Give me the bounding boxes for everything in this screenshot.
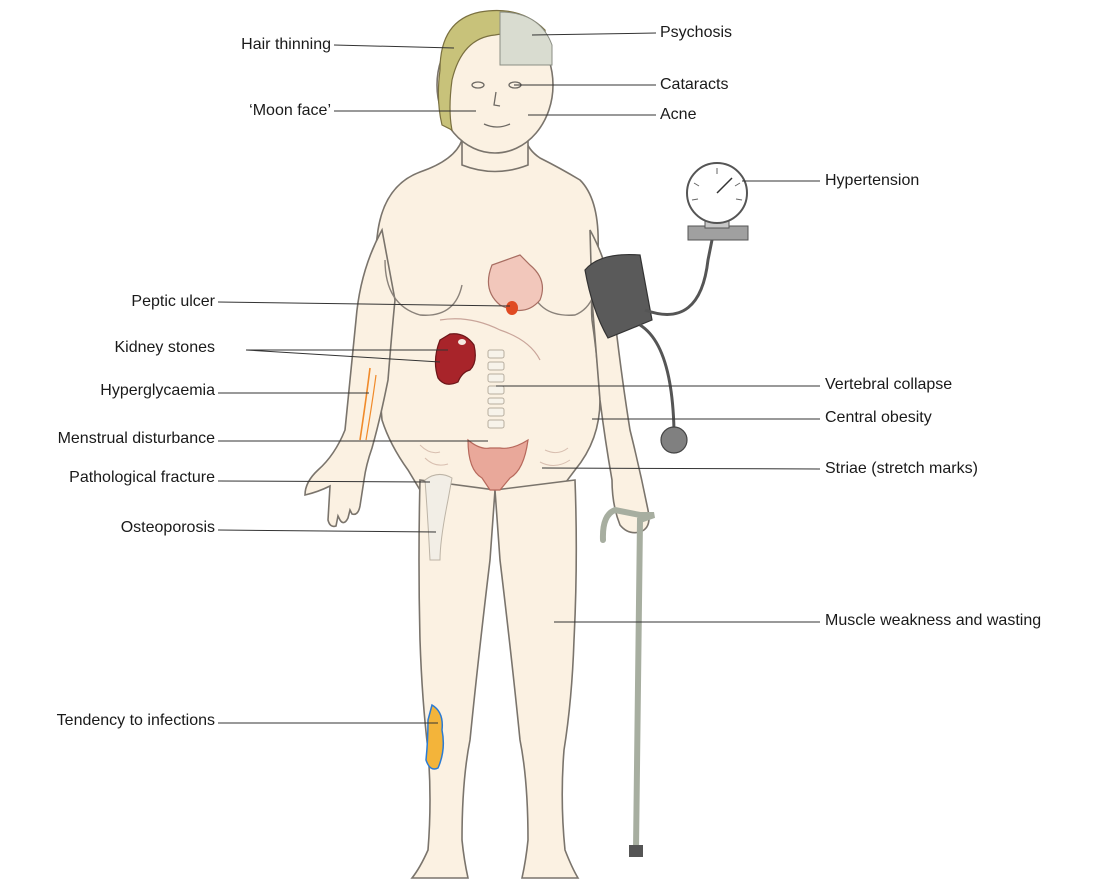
label-acne: Acne — [660, 105, 696, 125]
label-central-obesity: Central obesity — [825, 408, 932, 428]
kidney-stone — [458, 339, 466, 345]
ulcer-spot — [506, 301, 518, 315]
label-moon-face: ‘Moon face’ — [249, 101, 331, 121]
brain-region — [500, 12, 552, 65]
label-tendency-to-infections: Tendency to infections — [57, 711, 215, 731]
spine — [488, 350, 504, 428]
label-striae: Striae (stretch marks) — [825, 459, 978, 479]
label-muscle-weakness: Muscle weakness and wasting — [825, 611, 1041, 631]
label-hyperglycaemia: Hyperglycaemia — [100, 381, 215, 401]
label-hair-thinning: Hair thinning — [241, 35, 331, 55]
bp-bulb-tube — [640, 325, 674, 430]
stick-tip — [629, 845, 643, 857]
label-psychosis: Psychosis — [660, 23, 732, 43]
label-menstrual-disturbance: Menstrual disturbance — [58, 429, 215, 449]
label-vertebral-collapse: Vertebral collapse — [825, 375, 952, 395]
label-kidney-stones: Kidney stones — [114, 338, 215, 358]
label-pathological-fracture: Pathological fracture — [69, 468, 215, 488]
label-hypertension: Hypertension — [825, 171, 919, 191]
bp-bulb — [661, 427, 687, 453]
walking-stick — [603, 510, 654, 850]
bp-tube — [645, 240, 712, 314]
label-cataracts: Cataracts — [660, 75, 728, 95]
label-peptic-ulcer: Peptic ulcer — [131, 292, 215, 312]
label-osteoporosis: Osteoporosis — [121, 518, 215, 538]
